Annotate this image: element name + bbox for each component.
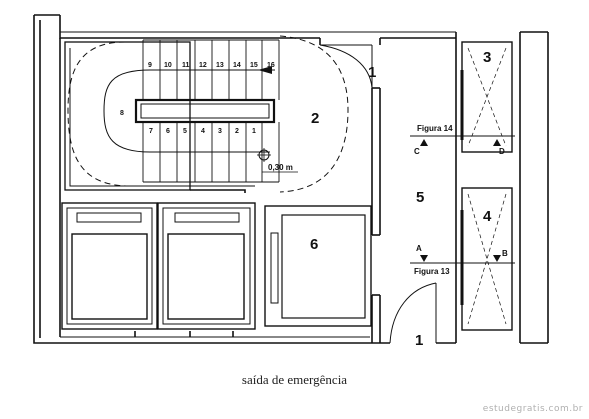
room-label-4: 4: [483, 208, 492, 225]
step-11: 11: [182, 62, 190, 69]
step-8-landing: 8: [120, 110, 124, 117]
step-2: 2: [235, 128, 239, 135]
step-1: 1: [252, 128, 256, 135]
dimension-label: 0,30 m: [268, 163, 293, 172]
step-14: 14: [233, 62, 241, 69]
step-3: 3: [218, 128, 222, 135]
section-arrow-b: [493, 255, 501, 262]
room-label-3: 3: [483, 49, 491, 66]
room-label-1-bottom: 1: [415, 332, 423, 349]
section-arrow-d: [493, 139, 501, 146]
section-arrow-a: [420, 255, 428, 262]
room-label-5: 5: [416, 189, 424, 206]
section-mark-d: D: [499, 147, 505, 156]
section-mark-c: C: [414, 147, 420, 156]
room-label-6: 6: [310, 236, 318, 253]
site-credit: estudegratis.com.br: [482, 404, 583, 414]
step-12: 12: [199, 62, 207, 69]
section-arrow-c: [420, 139, 428, 146]
room-label-2: 2: [311, 110, 319, 127]
figure-13-label: Figura 13: [414, 267, 450, 276]
room-label-1-top: 1: [368, 64, 376, 81]
step-5: 5: [183, 128, 187, 135]
up-arrow-icon: [258, 66, 272, 74]
step-6: 6: [166, 128, 170, 135]
step-10: 10: [164, 62, 172, 69]
step-15: 15: [250, 62, 258, 69]
figure-caption: saída de emergência: [241, 372, 348, 387]
section-mark-a: A: [416, 244, 422, 253]
step-13: 13: [216, 62, 224, 69]
figure-14-label: Figura 14: [417, 124, 453, 133]
section-mark-b: B: [502, 249, 508, 258]
step-9: 9: [148, 62, 152, 69]
step-7: 7: [149, 128, 153, 135]
step-16: 16: [267, 62, 275, 69]
step-4: 4: [201, 128, 205, 135]
